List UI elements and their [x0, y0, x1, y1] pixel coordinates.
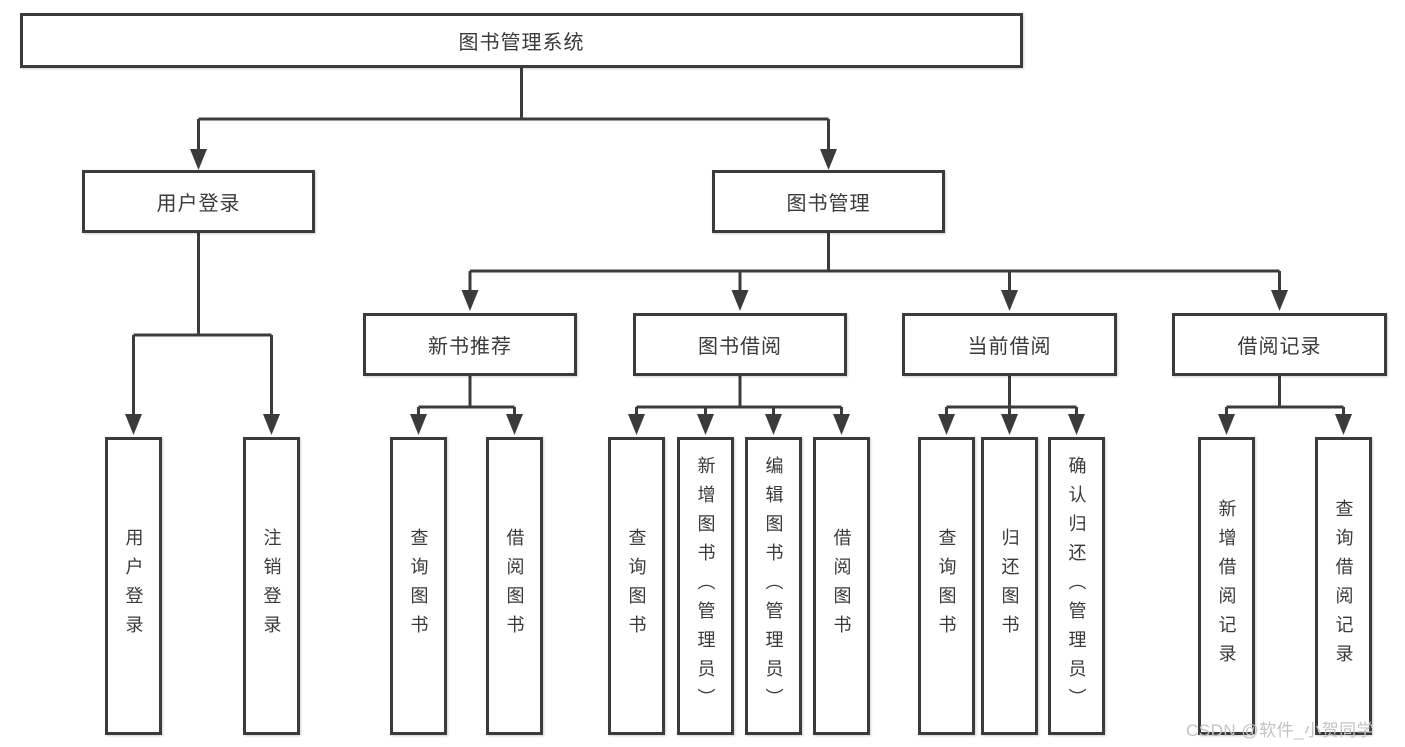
node-new-book-recommendation: 新书推荐 — [363, 313, 577, 376]
node-label: 当前借阅 — [967, 336, 1052, 358]
leaf-edit-books-admin: 编辑图书（管理员） — [745, 437, 802, 735]
leaf-user-login: 用户登录 — [105, 437, 162, 735]
leaf-label: 编辑图书（管理员） — [763, 455, 784, 717]
node-library-management-system: 图书管理系统 — [20, 13, 1023, 68]
leaf-return-books: 归还图书 — [981, 437, 1038, 735]
csdn-watermark: CSDN @软件_小贺同学 — [1186, 721, 1375, 740]
node-label: 图书管理 — [786, 193, 871, 215]
leaf-confirm-return-admin: 确认归还（管理员） — [1048, 437, 1105, 735]
node-user-login: 用户登录 — [82, 170, 315, 233]
connector-root-to-level2 — [190, 68, 837, 170]
leaf-query-borrow-record: 查询借阅记录 — [1315, 437, 1372, 735]
node-label: 图书借阅 — [698, 336, 782, 358]
leaf-label: 借阅图书 — [831, 528, 852, 644]
leaf-logout: 注销登录 — [243, 437, 300, 735]
connector-current-borrow-to-leaves — [938, 376, 1085, 435]
leaf-query-books-current: 查询图书 — [918, 437, 975, 735]
leaf-label: 确认归还（管理员） — [1066, 455, 1087, 717]
node-book-management: 图书管理 — [712, 170, 945, 233]
leaf-borrow-books-new-book: 借阅图书 — [486, 437, 543, 735]
leaf-borrow-books-borrowing: 借阅图书 — [813, 437, 870, 735]
leaf-label: 归还图书 — [999, 528, 1020, 644]
node-borrowing-records: 借阅记录 — [1172, 313, 1387, 376]
connector-new-book-to-leaves — [410, 376, 523, 435]
leaf-label: 查询图书 — [936, 528, 957, 644]
leaf-label: 查询图书 — [408, 528, 429, 644]
leaf-query-books-new-book: 查询图书 — [390, 437, 447, 735]
connector-book-mgmt-to-level3 — [461, 233, 1288, 311]
node-label: 用户登录 — [156, 193, 241, 215]
node-label: 借阅记录 — [1237, 336, 1322, 358]
leaf-add-borrow-record: 新增借阅记录 — [1198, 437, 1255, 735]
leaf-query-books-borrowing: 查询图书 — [608, 437, 665, 735]
connector-book-borrow-to-leaves — [628, 376, 850, 435]
leaf-label: 借阅图书 — [504, 528, 525, 644]
node-label: 图书管理系统 — [458, 32, 585, 54]
leaf-label: 新增借阅记录 — [1216, 499, 1237, 673]
leaf-label: 新增图书（管理员） — [695, 455, 716, 717]
leaf-label: 注销登录 — [261, 528, 282, 644]
connector-user-login-to-leaves — [125, 233, 280, 435]
leaf-label: 查询图书 — [626, 528, 647, 644]
node-book-borrowing: 图书借阅 — [633, 313, 847, 376]
node-label: 新书推荐 — [428, 336, 512, 358]
leaf-add-books-admin: 新增图书（管理员） — [677, 437, 734, 735]
node-current-borrowing: 当前借阅 — [902, 313, 1117, 376]
leaf-label: 用户登录 — [123, 528, 144, 644]
connector-borrow-records-to-leaves — [1218, 376, 1352, 435]
leaf-label: 查询借阅记录 — [1333, 499, 1354, 673]
